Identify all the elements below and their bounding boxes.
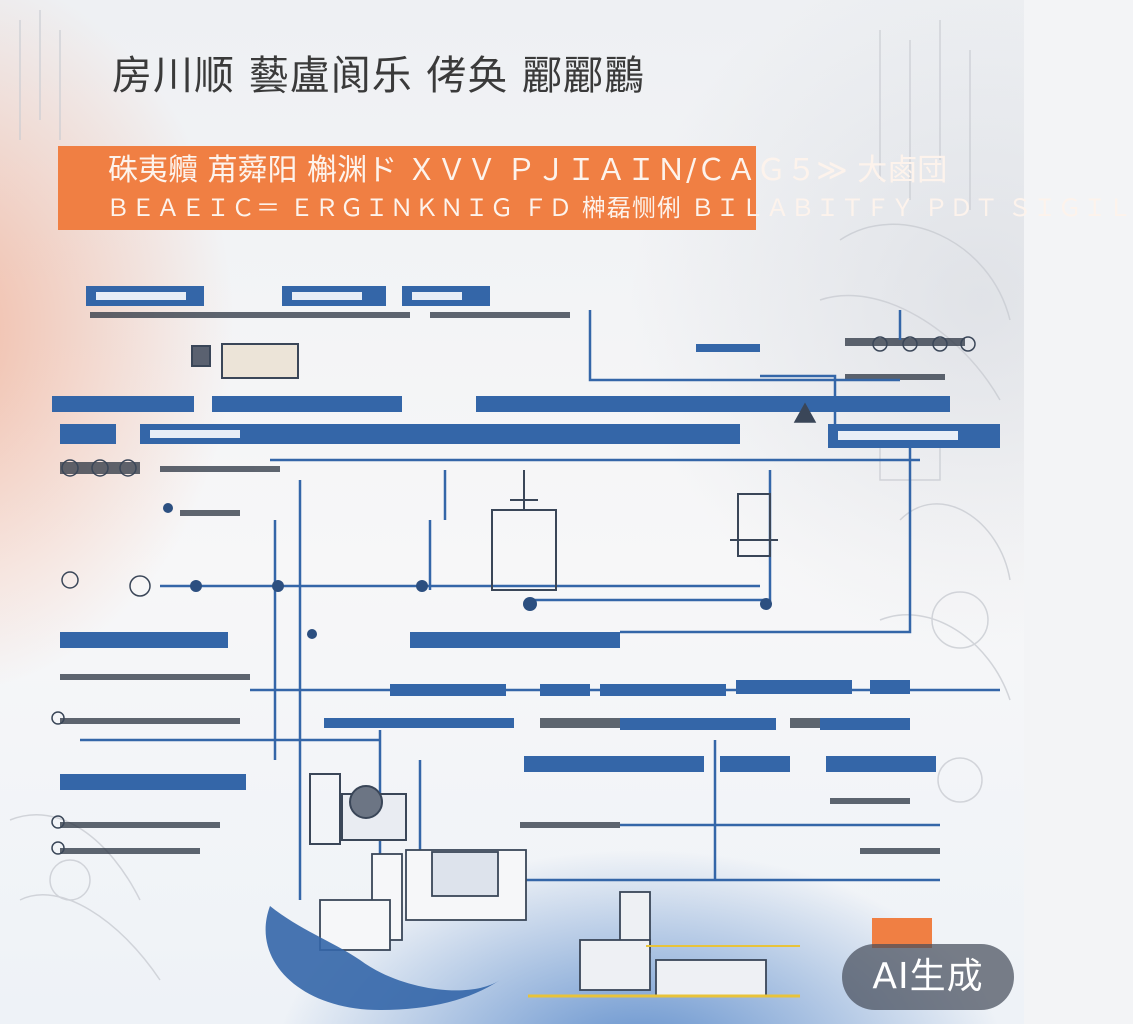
component-boxes xyxy=(191,343,778,845)
schematic-diagram xyxy=(9,10,1011,1010)
bus-bars xyxy=(60,344,936,790)
bottom-machine xyxy=(528,891,800,998)
banner-line-1: 硃夷贕 苚蕣阳 槲渊ド ＸＶＶ ＰＪＩＡＩＮ/ＣＡＧ５≫ 大鹵団 xyxy=(108,153,948,188)
poster-title: 房川顺 藝盧阆乐 侤奂 酈酈鸝 xyxy=(112,53,646,99)
orange-banner: 硃夷贕 苚蕣阳 槲渊ド ＸＶＶ ＰＪＩＡＩＮ/ＣＡＧ５≫ 大鹵団 ＢＥＡＥＩＣ＝… xyxy=(58,146,1132,230)
blue-swoosh xyxy=(265,906,500,1010)
small-icons xyxy=(51,336,976,855)
ai-generated-watermark: AI生成 xyxy=(842,944,1014,1010)
machinery-block xyxy=(319,849,527,951)
bar-label-marks xyxy=(96,292,958,440)
banner-line-2: ＢＥＡＥＩＣ＝ ＥＲＧＩＮＫＮＩＧ ＦＤ 榊磊恻俐 ＢＩＬＡＢＩＴＦＹ ＰＤＴ … xyxy=(106,194,1133,222)
junction-dots xyxy=(163,503,772,639)
caption-strips xyxy=(60,312,965,854)
orange-accent-bar xyxy=(872,918,932,948)
header-bars xyxy=(52,286,1000,448)
